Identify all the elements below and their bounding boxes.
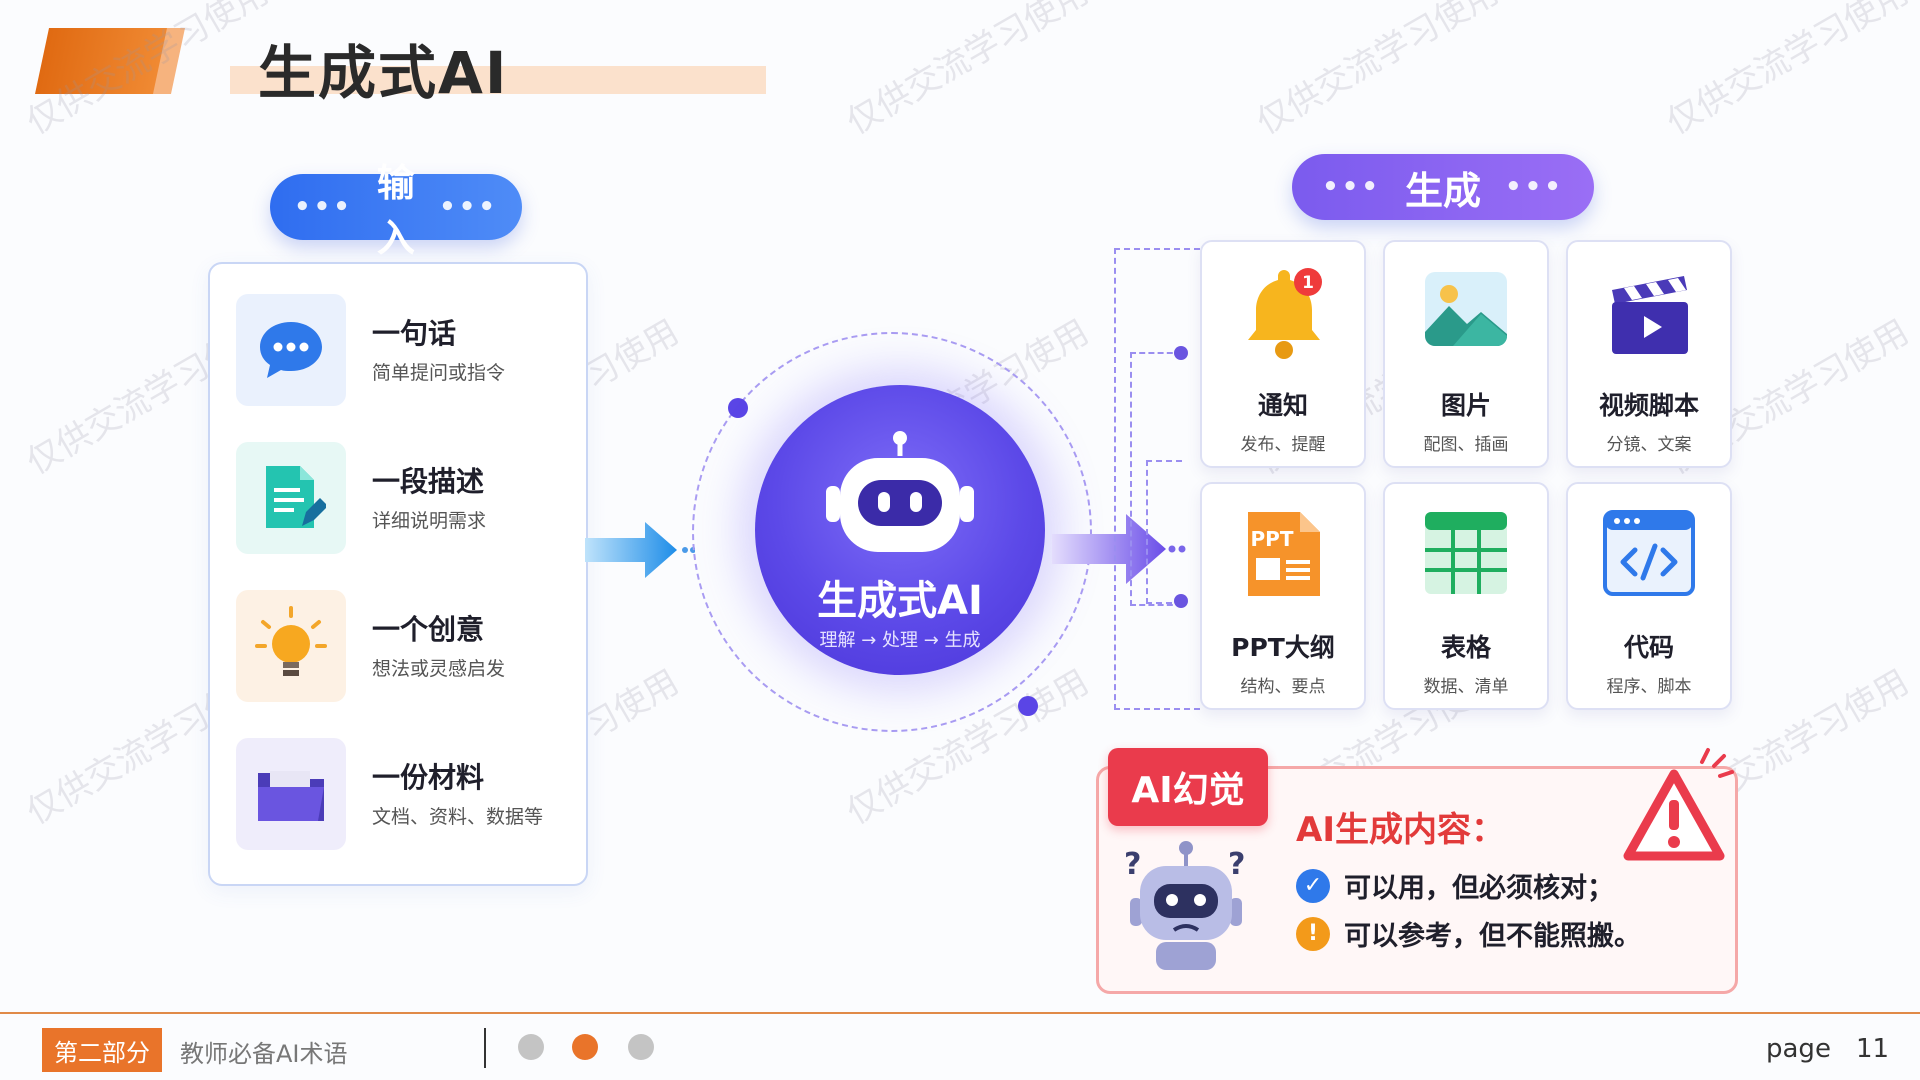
exclamation-circle-icon: !	[1296, 916, 1330, 951]
connector-bracket	[1114, 248, 1200, 710]
output-card-video-script: 视频脚本 分镜、文案	[1566, 240, 1732, 468]
ppt-file-icon: PPT	[1202, 510, 1364, 600]
hallucination-tag: AI幻觉	[1108, 748, 1268, 826]
clapperboard-icon	[1568, 268, 1730, 358]
footer-topic: 教师必备AI术语	[180, 1040, 348, 1068]
input-panel: 一句话 简单提问或指令 一段描述 详细说明需求 一个创意 想法或灵感启发 一份材…	[208, 262, 588, 886]
output-card-title: 代码	[1623, 633, 1674, 662]
confused-robot-icon: ? ?	[1124, 841, 1245, 970]
page-title: 生成式AI	[258, 39, 509, 107]
dots-icon: •••	[1505, 172, 1564, 202]
output-label-pill: ••• 生成 •••	[1292, 154, 1594, 220]
chat-bubble-icon	[236, 294, 346, 406]
input-item-subtitle: 简单提问或指令	[372, 362, 506, 384]
output-card-subtitle: 程序、脚本	[1606, 677, 1692, 697]
hallucination-line2: 可以参考，但不能照搬。	[1344, 921, 1641, 952]
page-number: 11	[1856, 1034, 1890, 1064]
input-item-sentence: 一句话 简单提问或指令	[236, 294, 576, 406]
title-highlight	[230, 66, 766, 94]
slide-dot-active[interactable]	[572, 1034, 598, 1060]
input-item-subtitle: 文档、资料、数据等	[372, 806, 544, 828]
connector-bracket	[1146, 460, 1182, 604]
code-window-icon	[1568, 510, 1730, 600]
input-label: 输入	[376, 161, 415, 260]
watermark: 仅供交流学习使用	[1249, 0, 1506, 143]
dots-icon: •••	[1322, 172, 1381, 202]
orbit-dot	[728, 398, 748, 418]
output-card-title: 视频脚本	[1598, 391, 1699, 420]
core-title: 生成式AI	[817, 578, 983, 624]
arrow-right-icon	[1052, 514, 1186, 584]
hallucination-line1: 可以用，但必须核对；	[1344, 873, 1614, 904]
input-item-title: 一段描述	[372, 465, 485, 498]
input-item-title: 一份材料	[372, 761, 485, 794]
arrow-right-icon	[585, 522, 695, 578]
output-card-code: 代码 程序、脚本	[1566, 482, 1732, 710]
output-card-title: 图片	[1440, 391, 1491, 420]
hallucination-line-caution: ! 可以参考，但不能照搬。	[1296, 914, 1641, 953]
output-card-subtitle: 数据、清单	[1423, 677, 1509, 697]
footer-divider	[0, 1012, 1920, 1014]
core-subtitle: 理解 → 处理 → 生成	[819, 630, 981, 651]
input-item-title: 一个创意	[372, 613, 485, 646]
ppt-icon-text: PPT	[1251, 527, 1294, 551]
watermark: 仅供交流学习使用	[839, 0, 1096, 143]
svg-text:?: ?	[1228, 847, 1245, 882]
input-item-description: 一段描述 详细说明需求	[236, 442, 576, 554]
warning-triangle-icon	[1623, 748, 1734, 861]
dots-icon: •••	[439, 192, 498, 222]
document-pencil-icon	[236, 442, 346, 554]
output-card-image: 图片 配图、插画	[1383, 240, 1549, 468]
output-label: 生成	[1404, 168, 1481, 213]
output-card-notice: 1 通知 发布、提醒	[1200, 240, 1366, 468]
dots-icon: •••	[294, 192, 353, 222]
bell-icon: 1	[1202, 268, 1364, 359]
hallucination-line-check: ✓ 可以用，但必须核对；	[1296, 866, 1614, 905]
connector-dot	[1174, 594, 1188, 608]
input-item-title: 一句话	[372, 317, 457, 350]
slide-dot[interactable]	[628, 1034, 654, 1060]
input-label-pill: ••• 输入 •••	[270, 161, 522, 260]
folder-icon	[236, 738, 346, 850]
connector-bracket	[1130, 352, 1182, 606]
input-item-subtitle: 想法或灵感启发	[372, 658, 506, 680]
slide-dot[interactable]	[518, 1034, 544, 1060]
output-card-subtitle: 结构、要点	[1240, 677, 1326, 697]
output-card-table: 表格 数据、清单	[1383, 482, 1549, 710]
connector-dot	[1174, 346, 1188, 360]
svg-text:?: ?	[1124, 847, 1141, 882]
page-label: page	[1766, 1034, 1831, 1064]
image-icon	[1385, 268, 1547, 358]
orbit-dot	[1018, 696, 1038, 716]
notification-badge: 1	[1302, 273, 1314, 293]
input-item-idea: 一个创意 想法或灵感启发	[236, 590, 576, 702]
output-card-title: PPT大纲	[1231, 633, 1335, 662]
hallucination-heading: AI生成内容：	[1296, 810, 1505, 850]
input-item-material: 一份材料 文档、资料、数据等	[236, 738, 576, 850]
footer-separator	[484, 1028, 486, 1068]
spreadsheet-icon	[1385, 510, 1547, 600]
check-circle-icon: ✓	[1296, 868, 1330, 903]
orbit-ring	[692, 332, 1092, 732]
output-card-title: 通知	[1257, 391, 1308, 420]
robot-icon	[826, 431, 974, 552]
watermark: 仅供交流学习使用	[1659, 0, 1916, 143]
lightbulb-icon	[236, 590, 346, 702]
output-card-subtitle: 发布、提醒	[1240, 435, 1326, 455]
output-card-ppt-outline: PPT PPT大纲 结构、要点	[1200, 482, 1366, 710]
output-card-title: 表格	[1440, 633, 1491, 662]
output-card-subtitle: 分镜、文案	[1606, 435, 1692, 455]
footer-section-label: 第二部分	[42, 1028, 162, 1072]
output-card-subtitle: 配图、插画	[1423, 435, 1509, 455]
input-item-subtitle: 详细说明需求	[372, 510, 487, 532]
header-accent-bar	[34, 28, 170, 94]
